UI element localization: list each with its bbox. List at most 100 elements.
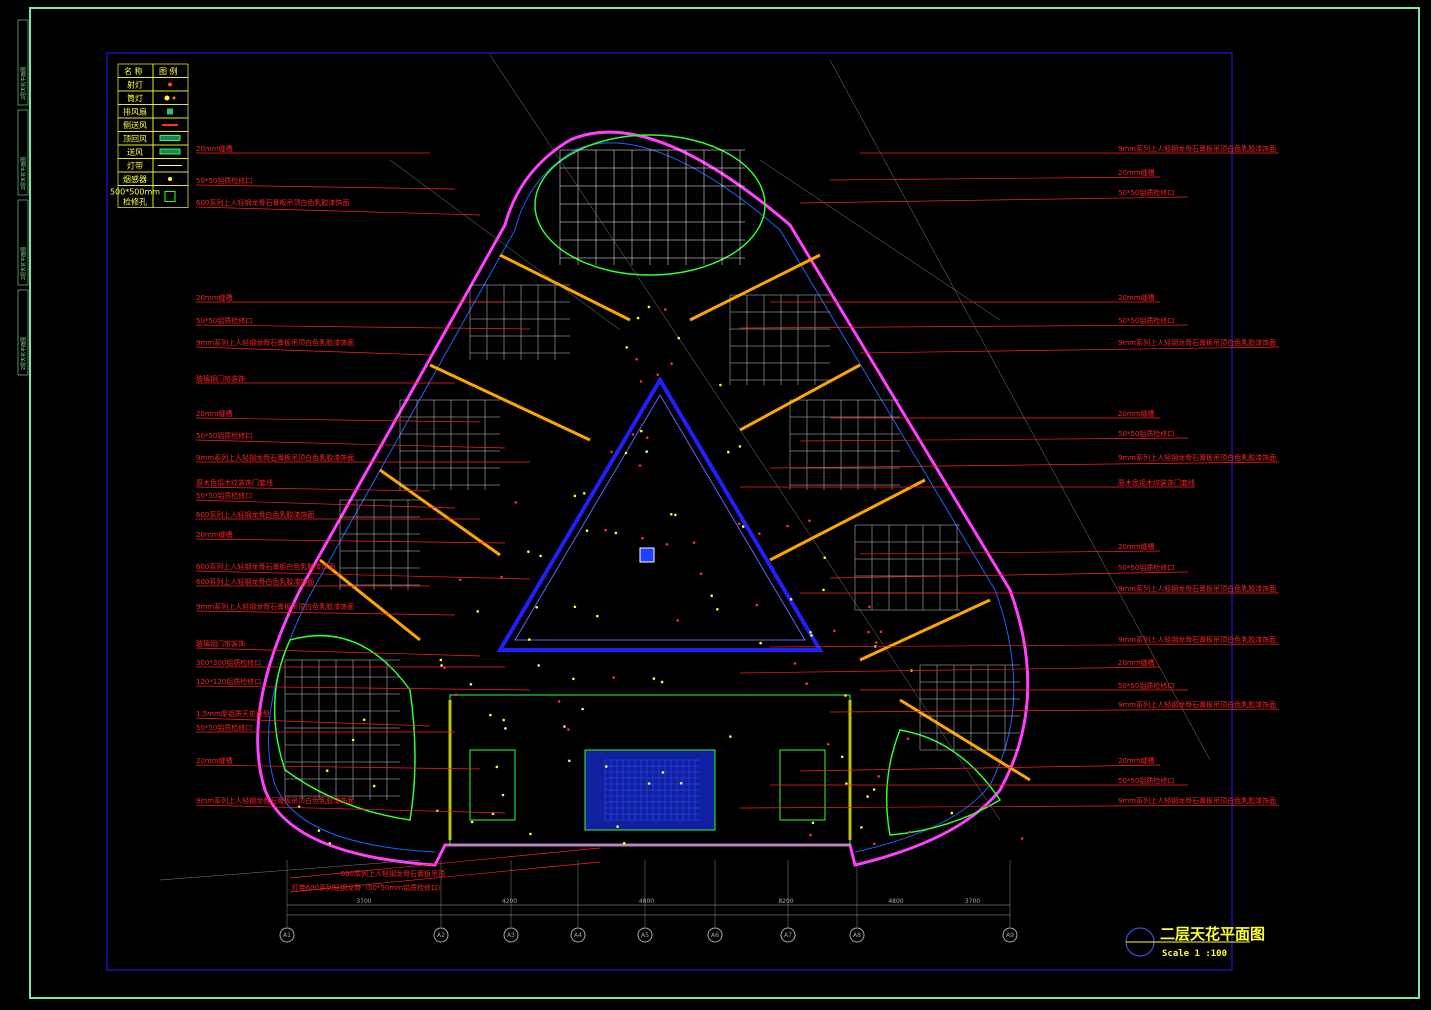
annotation-right: 9mm系列上人轻钢龙骨石膏板吊顶白色乳胶漆饰面 [1118,338,1276,347]
annotation-left: 20mm缝槽 [196,530,233,539]
axis-label: A4 [574,932,582,939]
annotation-right: 9mm系列上人轻钢龙骨石膏板吊顶白色乳胶漆饰面 [1118,796,1276,805]
sheet-strip-label: 2层天花平面图 [20,157,27,190]
legend-header: 图 例 [159,66,178,76]
annotation-left: 120*120铝质检修口 [196,677,261,686]
annotation-bottom: 灯带600系列轻钢龙骨（50*50mm铝质检修口） [292,883,445,892]
annotation-right: 50*50铝质检修口 [1118,681,1174,690]
annotation-left: 玻璃钢门帘装饰 [196,639,245,648]
axis-bubble [503,927,519,943]
annotations: 20mm缝槽 50*50铝质检修口 600系列上人轻钢龙骨石膏板吊顶白色乳胶漆饰面 2… [195,144,1280,893]
legend-item-label: 筒灯 [127,93,143,103]
legend-item-label: 侧送风 [123,120,147,130]
annotation-left: 50*50铝质检修口 [196,491,252,500]
legend-item-label: 射灯 [127,80,143,90]
axis-bubble [707,927,723,943]
annotation-bottom: 600系列上人轻钢龙骨石膏板吊顶 [341,869,445,878]
axis-bubble [570,927,586,943]
annotation-left: 9mm系列上人轻钢龙骨石膏板吊顶白色乳胶漆饰面 [196,338,354,347]
annotation-right: 9mm系列上人轻钢龙骨石膏板吊顶白色乳胶漆饰面 [1118,700,1276,709]
dimension-label: 8200 [778,898,793,905]
axis-label: A5 [641,932,649,939]
annotation-left: 9mm系列上人轻钢龙骨石膏板吊顶白色乳胶漆饰面 [196,602,354,611]
annotation-right: 50*50铝质检修口 [1118,429,1174,438]
axis-label: A2 [437,932,445,939]
drawing-scale: Scale 1 :100 [1162,949,1227,959]
dimension-label: 4200 [502,898,517,905]
axis-label: A7 [784,932,792,939]
annotation-right: 20mm缝槽 [1118,168,1155,177]
annotation-right: 9mm系列上人轻钢龙骨石膏板吊顶白色乳胶漆饰面 [1118,584,1276,593]
axis-label: A9 [1006,932,1014,939]
sheet-strip-label: 2层天花平面图 [20,247,27,280]
annotation-left: 50*50铝质检修口 [196,176,252,185]
annotation-left: 20mm缝槽 [196,409,233,418]
access-hatch-icon [164,191,176,202]
annotation-left: 9mm系列上人轻钢龙骨石膏板吊顶白色乳胶漆饰面 [196,453,354,462]
dimension-label: 4800 [639,898,654,905]
axis-bubble [433,927,449,943]
sheet-frame [29,7,1420,999]
annotation-right: 原木色铝木纹装饰门套线 [1118,478,1195,487]
axis-bubble [637,927,653,943]
annotation-left: 玻璃钢门帘装饰 [196,374,245,383]
annotation-left: 300*300铝质检修口 [196,658,261,667]
return-air-icon [159,135,181,141]
annotation-right: 9mm系列上人轻钢龙骨石膏板吊顶白色乳胶漆饰面 [1118,635,1276,644]
annotation-left: 1.5mm厚铝质天花造型 [196,709,270,718]
sheet-strip-label: 2层天花平面图 [20,337,27,370]
annotation-left: 600系列上人轻钢龙骨石膏板白色乳胶漆饰面 [196,562,335,571]
axis-label: A1 [283,932,291,939]
annotation-right: 20mm缝槽 [1118,409,1155,418]
drawing-title: 二层天花平面图 [1160,925,1265,943]
axis-bubble [849,927,865,943]
annotation-right: 50*50铝质检修口 [1118,188,1174,197]
dimension-label: 3700 [356,898,371,905]
annotation-left: 50*50铝质检修口 [196,431,252,440]
annotation-right: 20mm缝槽 [1118,756,1155,765]
sheet-strip: 2层天花平面图 2层天花平面图 2层天花平面图 2层天花平面图 [17,19,29,376]
annotation-right: 50*50铝质检修口 [1118,563,1174,572]
annotation-left: 600系列上人轻钢龙骨石膏板吊顶白色乳胶漆饰面 [196,198,349,207]
legend-item-label: 排风扇 [123,107,147,117]
legend-item-label: 送风 [127,147,143,157]
annotation-left: 原木色铝木纹装饰门套线 [196,478,273,487]
axis-bubble [279,927,295,943]
annotation-left: 20mm缝槽 [196,293,233,302]
legend-item-label: 烟感器 [123,174,147,184]
annotation-left: 50*50铝质检修口 [196,723,252,732]
annotation-left: 600系列上人轻钢龙骨白色乳胶漆饰面 [196,577,314,586]
annotation-right: 50*50铝质检修口 [1118,316,1174,325]
downlight-icon [164,95,176,101]
annotation-left: 600系列上人轻钢龙骨白色乳胶漆饰面 [196,510,314,519]
smoke-detector-icon [168,177,172,181]
annotation-left: 9mm系列上人轻钢龙骨石膏板吊顶白色乳胶漆饰面 [196,796,354,805]
axis-bubble [1002,927,1018,943]
light-fixtures [297,305,1024,846]
drawing-title-block: 二层天花平面图 Scale 1 :100 [1125,925,1265,959]
annotation-right: 20mm缝槽 [1118,658,1155,667]
spotlight-icon [168,82,172,87]
dimension-label: 4800 [888,898,903,905]
annotation-right: 20mm缝槽 [1118,542,1155,551]
dimension-label: 3700 [965,898,980,905]
annotation-right: 20mm缝槽 [1118,293,1155,302]
legend-item-label: 顶回风 [123,135,147,144]
annotation-left: 20mm缝槽 [196,144,233,153]
drawing-border [106,52,1233,971]
exhaust-fan-icon [167,108,173,115]
supply-air-icon [159,148,181,155]
sheet-strip-label: 2层天花平面图 [20,67,27,100]
legend-header: 名 称 [124,66,143,76]
axis-label: A8 [853,932,861,939]
axis-label: A3 [507,932,515,939]
building-outline [256,130,1031,867]
annotation-right: 9mm系列上人轻钢龙骨石膏板吊顶白色乳胶漆饰面 [1118,144,1276,153]
axis-bubble [780,927,796,943]
annotation-left: 20mm缝槽 [196,756,233,765]
annotation-left: 50*50铝质检修口 [196,316,252,325]
